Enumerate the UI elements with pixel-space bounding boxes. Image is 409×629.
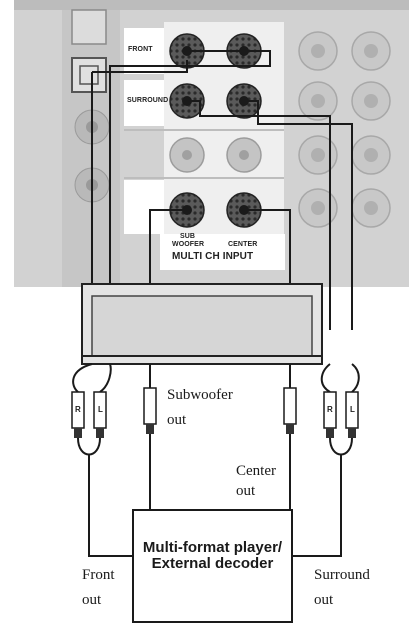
surround-plug-pair — [320, 363, 360, 470]
front-row-label: FRONT — [128, 46, 153, 53]
multi-ch-input-title: MULTI CH INPUT — [172, 251, 254, 262]
front-out-label-line1: Front — [82, 567, 115, 583]
front-plug-pair — [71, 363, 112, 470]
receiver-base — [81, 283, 323, 365]
surround-out-label-line1: Surround — [314, 567, 370, 583]
surround-cable-2 — [244, 100, 353, 330]
panel-terminal — [71, 9, 107, 45]
device-cables — [88, 434, 342, 557]
subwoofer-out-label-line1: Subwoofer — [167, 387, 233, 403]
surround-row-label: SURROUND — [127, 97, 169, 104]
receiver-rear-panel — [14, 0, 409, 287]
front-out-label-line2: out — [82, 592, 102, 608]
device-label-line1: Multi-format player/ — [142, 539, 283, 556]
multi-format-player-box — [132, 509, 293, 623]
center-out-label-line1: Center — [236, 463, 276, 479]
surround-out-cable — [292, 470, 342, 557]
subwoofer-label-line1: SUB — [180, 233, 196, 240]
front-plug-r-letter: R — [75, 405, 81, 414]
surround-out-label-line2: out — [314, 592, 334, 608]
surround-plug-r-letter: R — [327, 405, 333, 414]
subwoofer-out-label-line2: out — [167, 412, 187, 428]
front-plug-l-letter: L — [98, 405, 103, 414]
center-label: CENTER — [228, 241, 258, 248]
front-cable-2 — [109, 50, 271, 330]
center-plug — [283, 364, 297, 434]
subwoofer-label-line2: WOOFER — [172, 241, 205, 248]
device-label-line2: External decoder — [151, 555, 274, 572]
front-out-cable — [88, 470, 133, 557]
surround-cable-1 — [187, 100, 331, 330]
center-out-label-line2: out — [236, 483, 256, 499]
surround-plug-l-letter: L — [350, 405, 355, 414]
unused-jacks-row — [169, 137, 262, 173]
other-jacks — [298, 31, 391, 228]
subwoofer-plug — [143, 364, 157, 434]
panel-terminal — [71, 57, 107, 93]
